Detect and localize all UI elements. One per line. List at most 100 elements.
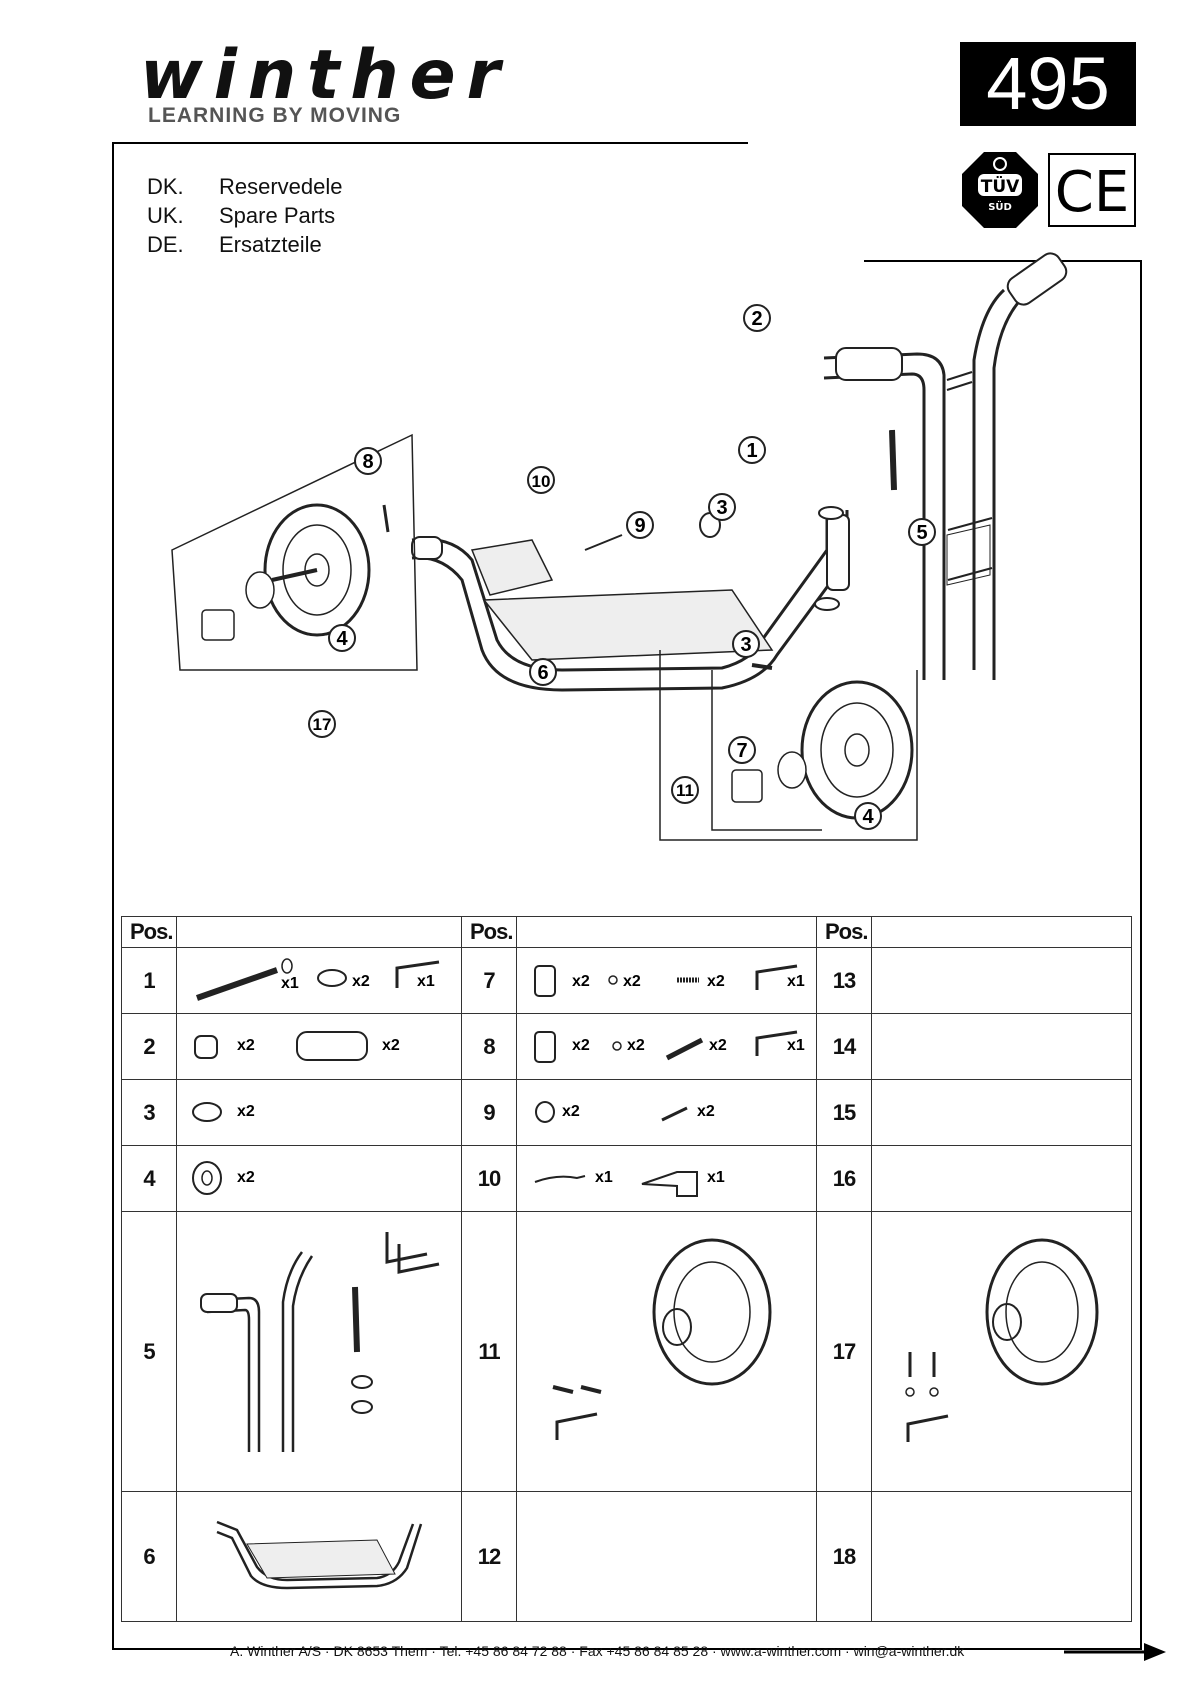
table-row: 1 x1 x2 x1 7 x2 xyxy=(121,947,1132,1014)
callout-5 xyxy=(908,518,936,546)
callout-1 xyxy=(738,436,766,464)
pos-number: 12 xyxy=(461,1491,517,1622)
pos-number: 14 xyxy=(816,1013,872,1080)
spare-parts-table: Pos. Pos. Pos. 1 x1 x2 x1 7 xyxy=(121,916,1132,1622)
callout-10 xyxy=(527,466,555,494)
pos-header: Pos. xyxy=(461,916,517,948)
handle-grip xyxy=(835,347,903,381)
svg-text:4: 4 xyxy=(862,806,874,828)
pos-number: 5 xyxy=(121,1211,177,1492)
svg-text:TÜV: TÜV xyxy=(981,175,1020,197)
part-cell: x2 xyxy=(176,1145,462,1212)
part-cell: x1 x1 xyxy=(516,1145,817,1212)
part-illustration: x2 xyxy=(192,1161,255,1195)
winther-logo: winther xyxy=(140,40,504,112)
svg-text:x2: x2 xyxy=(382,1037,400,1054)
part-cell: x2 x2 xyxy=(176,1013,462,1080)
table-row: 4 x2 10 x1 x1 16 xyxy=(121,1145,1132,1212)
part-cell xyxy=(176,1491,462,1622)
part-illustration: x2 x2 x2 x1 xyxy=(534,1030,805,1063)
model-number: 495 xyxy=(960,42,1136,126)
lang-code: DK. xyxy=(147,174,184,199)
svg-text:10: 10 xyxy=(532,472,551,491)
svg-text:SÜD: SÜD xyxy=(988,199,1012,213)
table-header: Pos. Pos. Pos. xyxy=(121,916,1132,948)
handlebar-frame xyxy=(823,252,1068,680)
front-wheel-illustration xyxy=(552,1238,772,1440)
svg-text:x2: x2 xyxy=(707,973,725,990)
pos-number: 2 xyxy=(121,1013,177,1080)
next-page-arrow-icon xyxy=(1064,1643,1166,1661)
handlebar-frame-illustration xyxy=(200,1232,440,1452)
page-border-left xyxy=(112,142,114,1650)
callout-8 xyxy=(354,447,382,475)
part-cell-empty xyxy=(871,1491,1132,1622)
part-cell: x2 x2 x2 x1 xyxy=(516,947,817,1014)
callout-17 xyxy=(308,710,336,738)
table-row: 6 12 18 xyxy=(121,1491,1132,1622)
lang-label: Spare Parts xyxy=(219,203,336,228)
part-cell: x1 x2 x1 xyxy=(176,947,462,1014)
header-rule xyxy=(112,142,748,144)
svg-text:3: 3 xyxy=(740,634,751,656)
rear-wheel-assembly xyxy=(171,433,418,671)
svg-text:CE: CE xyxy=(1055,160,1129,225)
part-cell-empty xyxy=(516,1491,817,1622)
callout-4 xyxy=(854,802,882,830)
pos-header: Pos. xyxy=(121,916,177,948)
tuv-sud-mark: TÜV SÜD xyxy=(962,152,1038,228)
part-cell-empty xyxy=(871,947,1132,1014)
svg-text:11: 11 xyxy=(676,781,694,800)
rear-wheel-illustration xyxy=(905,1238,1099,1442)
part-illustration: x2 xyxy=(192,1102,255,1122)
ce-mark: CE xyxy=(1048,153,1136,227)
pos-number: 3 xyxy=(121,1079,177,1146)
pos-number: 4 xyxy=(121,1145,177,1212)
svg-text:x2: x2 xyxy=(237,1169,255,1186)
exploded-scooter-diagram: 1 2 3 3 4 4 5 6 7 8 9 10 11 17 xyxy=(171,252,1068,841)
part-illustration: x2 x2 xyxy=(535,1101,715,1123)
page-border-top-right xyxy=(864,260,1142,262)
part-cell xyxy=(516,1211,817,1492)
footboard-illustration xyxy=(216,1520,423,1590)
svg-text:3: 3 xyxy=(716,497,727,519)
part-cell xyxy=(871,1211,1132,1492)
svg-text:x1: x1 xyxy=(595,1169,613,1186)
table-row: 5 11 xyxy=(121,1211,1132,1492)
pos-number: 1 xyxy=(121,947,177,1014)
tagline: LEARNING BY MOVING xyxy=(148,104,402,127)
pos-number: 15 xyxy=(816,1079,872,1146)
pos-number: 8 xyxy=(461,1013,517,1080)
svg-text:1: 1 xyxy=(746,440,757,462)
svg-text:7: 7 xyxy=(736,740,747,762)
part-illustration: x2 x2 xyxy=(194,1031,400,1061)
pos-number: 13 xyxy=(816,947,872,1014)
pos-number: 9 xyxy=(461,1079,517,1146)
callout-3 xyxy=(732,630,760,658)
footer-contact: A. Winther A/S · DK 8653 Them · Tel. +45… xyxy=(230,1643,965,1659)
svg-text:4: 4 xyxy=(336,628,348,650)
svg-text:x2: x2 xyxy=(697,1103,715,1120)
pos-number: 10 xyxy=(461,1145,517,1212)
footboard-frame xyxy=(411,510,850,692)
lang-label: Ersatzteile xyxy=(219,232,322,257)
svg-text:x1: x1 xyxy=(707,1169,725,1186)
pos-number: 7 xyxy=(461,947,517,1014)
callout-7 xyxy=(728,736,756,764)
svg-text:x1: x1 xyxy=(417,973,435,990)
part-cell-empty xyxy=(871,1145,1132,1212)
svg-text:x2: x2 xyxy=(562,1103,580,1120)
svg-text:2: 2 xyxy=(751,308,762,330)
callout-9 xyxy=(626,511,654,539)
part-illustration: x1 x2 x1 xyxy=(196,958,440,1001)
callout-3 xyxy=(708,493,736,521)
svg-text:x2: x2 xyxy=(709,1037,727,1054)
part-cell xyxy=(176,1211,462,1492)
svg-text:x2: x2 xyxy=(623,973,641,990)
svg-text:x2: x2 xyxy=(572,1037,590,1054)
pos-number: 6 xyxy=(121,1491,177,1622)
pos-number: 11 xyxy=(461,1211,517,1492)
svg-text:x1: x1 xyxy=(787,973,805,990)
svg-text:9: 9 xyxy=(634,515,645,537)
svg-text:x2: x2 xyxy=(237,1103,255,1120)
